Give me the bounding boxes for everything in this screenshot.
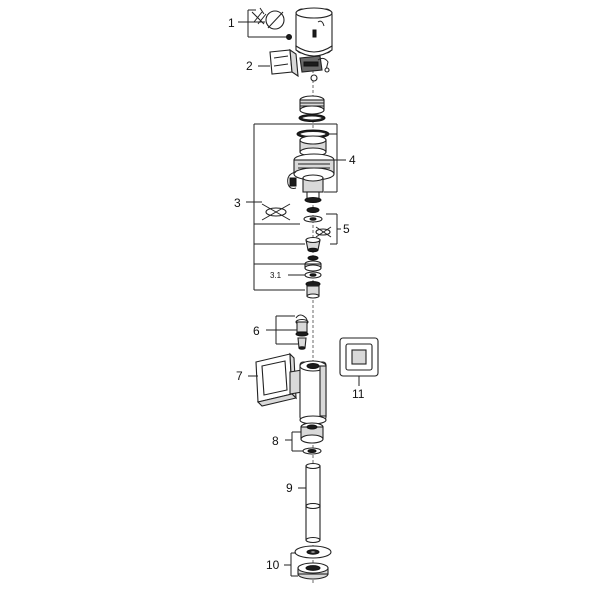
part-1-small-parts xyxy=(251,7,292,40)
callout-6-leader xyxy=(266,315,298,345)
callout-10: 10 xyxy=(266,558,280,572)
callout-5: 5 xyxy=(343,222,350,236)
part-8-nut-washer xyxy=(300,422,324,455)
callout-9: 9 xyxy=(286,481,293,495)
callout-4-leader xyxy=(324,133,346,193)
part-3-1-ring xyxy=(304,271,322,279)
part-2-bracket xyxy=(299,55,330,82)
callout-4: 4 xyxy=(349,153,356,167)
solenoid-cable xyxy=(287,171,297,189)
part-10-flange-upper xyxy=(294,545,332,559)
callout-2: 2 xyxy=(246,59,253,73)
callout-1: 1 xyxy=(228,16,235,30)
part-9-pipe-upper xyxy=(305,462,321,510)
callout-6: 6 xyxy=(253,324,260,338)
part-10-flange-lower xyxy=(297,562,329,580)
cartridge-insert-small xyxy=(305,236,321,253)
small-washer-a xyxy=(303,207,323,223)
callout-11: 11 xyxy=(352,387,365,401)
cartridge-threaded-ring xyxy=(299,95,325,115)
callout-8: 8 xyxy=(272,434,279,448)
callout-3-1-visible: 3.1 xyxy=(270,271,282,280)
callout-1-leader xyxy=(238,9,286,38)
part-11-rosette xyxy=(339,337,379,377)
callout-10-leader xyxy=(284,552,298,577)
part-5-spring-crossed xyxy=(315,226,332,238)
part-1-cap xyxy=(295,7,333,57)
callout-3-leader xyxy=(246,123,338,291)
cartridge-seat xyxy=(304,255,322,272)
part-2-battery-holder xyxy=(269,48,299,78)
cartridge-solenoid xyxy=(293,153,335,181)
part-9-pipe-lower xyxy=(305,502,321,544)
callout-5-leader xyxy=(326,213,341,245)
cartridge-filter xyxy=(305,281,321,299)
callout-7: 7 xyxy=(236,369,243,383)
part-6-parts xyxy=(295,314,309,350)
callout-8-leader xyxy=(285,431,303,452)
main-valve-body xyxy=(289,360,327,425)
cartridge-valve-body xyxy=(302,174,324,203)
callout-3: 3 xyxy=(234,196,241,210)
cartridge-body-top xyxy=(296,129,330,157)
crossed-out-spring xyxy=(261,203,291,221)
